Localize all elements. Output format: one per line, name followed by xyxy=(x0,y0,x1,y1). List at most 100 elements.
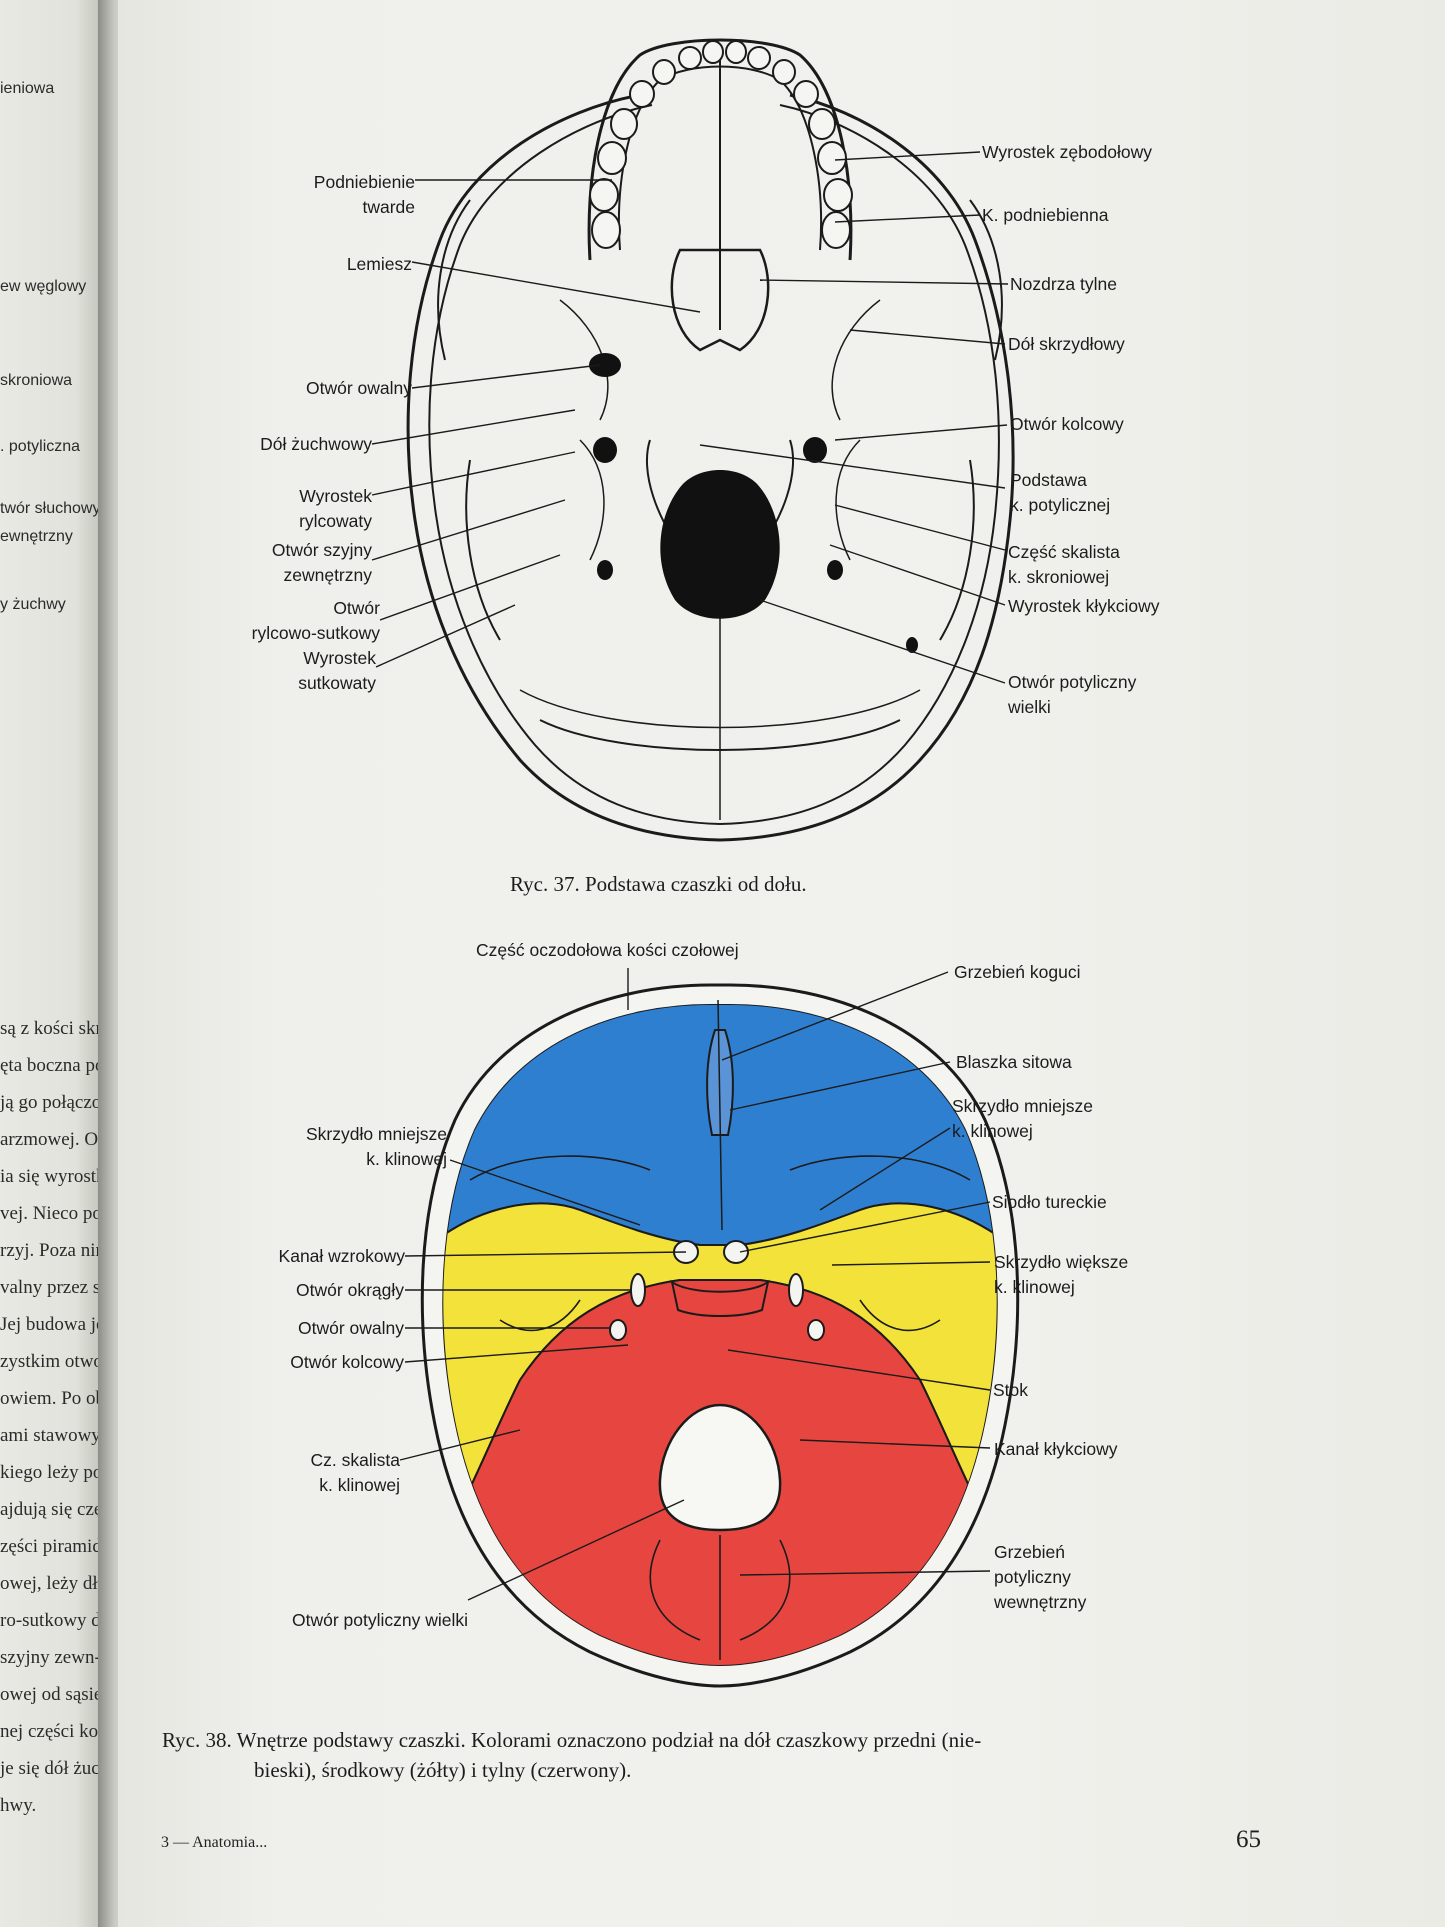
figure-label: Blaszka sitowa xyxy=(956,1050,1072,1075)
figure-label: Otwór owalny xyxy=(298,1316,404,1341)
figure-label-line: Otwór szyjny xyxy=(271,540,372,560)
dental-arch xyxy=(587,38,853,261)
figure-label: Otwór kolcowy xyxy=(1010,412,1124,437)
left-page-line: owej, leży dłu xyxy=(0,1573,108,1594)
left-page-line: owiem. Po obu xyxy=(0,1388,108,1409)
figure-label-line: Skrzydło większe xyxy=(994,1252,1129,1272)
figure-label: Otwór kolcowy xyxy=(290,1350,404,1375)
figure-label-line: rylcowaty xyxy=(299,511,372,531)
left-page-line: rzyj. Poza nim xyxy=(0,1240,108,1261)
figure-label: Lemiesz xyxy=(347,252,412,277)
left-page-line: ajdują się części xyxy=(0,1499,108,1520)
figure-label: Otwór rylcowo-sutkowy xyxy=(252,596,380,646)
left-page-label: ew węglowy xyxy=(0,278,87,295)
left-page-line: arzmowej. Od xyxy=(0,1129,108,1150)
figure-38-caption-line1: Ryc. 38. Wnętrze podstawy czaszki. Kolor… xyxy=(162,1728,982,1752)
figure-label-line: wielki xyxy=(1008,697,1051,717)
figure-37-caption: Ryc. 37. Podstawa czaszki od dołu. xyxy=(510,872,807,896)
left-page-line: je się dół żuchw xyxy=(0,1758,108,1779)
left-page-line: ęta boczna po- xyxy=(0,1055,108,1076)
figure-label-line: Otwór potyliczny xyxy=(1008,672,1137,692)
left-page-line: ami stawowym xyxy=(0,1425,108,1446)
figure-label-line: Kanał wzrokowy xyxy=(278,1246,405,1266)
figure-label-line: Otwór okrągły xyxy=(296,1280,404,1300)
figure-label-line: Wyrostek zębodołowy xyxy=(982,142,1153,162)
footer-chapter: 3 — Anatomia... xyxy=(161,1834,268,1851)
figure-label-line: Nozdrza tylne xyxy=(1010,274,1117,294)
left-page-line: Jej budowa jest xyxy=(0,1314,108,1335)
left-page-line: valny przez skó- xyxy=(0,1277,108,1298)
figure-label: Część skalista k. skroniowej xyxy=(1008,540,1120,590)
figure-label-line: Kanał kłykciowy xyxy=(994,1439,1118,1459)
figure-label-line: Otwór xyxy=(333,598,380,618)
figure-label: Wyrostek sutkowaty xyxy=(298,646,376,696)
figure-label-line: Otwór owalny xyxy=(297,1318,404,1338)
figure-label-line: Podniebienie xyxy=(313,172,415,192)
figure-label-line: Część skalista xyxy=(1008,542,1120,562)
figure-label: Nozdrza tylne xyxy=(1010,272,1117,297)
figure-label-line: Dół żuchwowy xyxy=(260,434,372,454)
figure-label-line: Skrzydło mniejsze xyxy=(952,1096,1094,1116)
figure-label-line: twarde xyxy=(362,197,415,217)
figure-label-line: Grzebień xyxy=(994,1542,1066,1562)
figure-label-line: Otwór potyliczny wielki xyxy=(291,1610,468,1630)
figure-label-line: rylcowo-sutkowy xyxy=(251,623,380,643)
figure-label: Otwór potyliczny wielki xyxy=(292,1608,468,1633)
figure-label: Otwór szyjny zewnętrzny xyxy=(272,538,372,588)
figure-label: Wyrostek rylcowaty xyxy=(299,484,372,534)
left-page-line: ro-sutkowy dl xyxy=(0,1610,107,1631)
left-page-line: ją go połączone xyxy=(0,1092,108,1113)
figure-label-line: Cz. skalista xyxy=(310,1450,400,1470)
left-page-line: szyjny zewn- xyxy=(0,1647,101,1668)
figure-label: Wyrostek kłykciowy xyxy=(1008,594,1160,619)
figure-label: Otwór okrągły xyxy=(296,1278,404,1303)
left-page-line: są z kości skro- xyxy=(0,1018,108,1039)
figure-label-line: wewnętrzny xyxy=(994,1592,1087,1612)
figure-38-label-top: Część oczodołowa kości czołowej xyxy=(476,940,739,960)
figure-label: K. podniebienna xyxy=(982,203,1109,228)
left-page-line: ia się wyrostki xyxy=(0,1166,108,1187)
figure-label-line: sutkowaty xyxy=(298,673,376,693)
figure-label-line: Blaszka sitowa xyxy=(956,1052,1072,1072)
figure-label-line: Lemiesz xyxy=(346,254,412,274)
figure-label: Siodło tureckie xyxy=(992,1190,1107,1215)
left-page-label: ewnętrzny xyxy=(0,528,73,545)
figure-label-line: Siodło tureckie xyxy=(992,1192,1107,1212)
figure-label-line: Dół skrzydłowy xyxy=(1008,334,1125,354)
figure-label-line: k. klinowej xyxy=(994,1277,1075,1297)
figure-label-line: Skrzydło mniejsze xyxy=(305,1124,447,1144)
foramen-magnum-white xyxy=(658,1403,782,1532)
figure-label-line: zewnętrzny xyxy=(283,565,372,585)
figure-label-line: Otwór kolcowy xyxy=(1010,414,1124,434)
left-page-line: nej części kości xyxy=(0,1721,108,1742)
figure-38-caption-line2: bieski), środkowy (żółty) i tylny (czerw… xyxy=(254,1758,632,1782)
figure-label-line: Otwór owalny xyxy=(305,378,412,398)
figure-label-line: Grzebień koguci xyxy=(954,962,1081,982)
left-page-line: owej od sąsied xyxy=(0,1684,108,1705)
figure-label: Otwór owalny xyxy=(306,376,412,401)
figure-label-line: k. klinowej xyxy=(952,1121,1033,1141)
figure-label: Wyrostek zębodołowy xyxy=(982,140,1152,165)
figure-label: Podniebienie twarde xyxy=(314,170,415,220)
figure-label: Otwór potyliczny wielki xyxy=(1008,670,1136,720)
figure-label-line: Stok xyxy=(993,1380,1029,1400)
foramen-magnum-dark xyxy=(660,470,780,619)
left-page-label: y żuchwy xyxy=(0,596,66,613)
left-page-line: kiego leży pod xyxy=(0,1462,108,1483)
figure-label-line: Wyrostek xyxy=(303,648,376,668)
figure-label-line: Wyrostek xyxy=(299,486,372,506)
figure-label-line: k. skroniowej xyxy=(1008,567,1110,587)
figure-label: Skrzydło mniejsze k. klinowej xyxy=(952,1094,1093,1144)
left-page-label: twór słuchowy xyxy=(0,500,101,517)
figure-label-line: potyliczny xyxy=(994,1567,1071,1587)
figure-label-line: K. podniebienna xyxy=(982,205,1109,225)
figure-label-line: Otwór kolcowy xyxy=(290,1352,404,1372)
figure-label: Grzebień koguci xyxy=(954,960,1080,985)
figure-label-line: k. potylicznej xyxy=(1010,495,1111,515)
figure-label: Stok xyxy=(993,1378,1028,1403)
